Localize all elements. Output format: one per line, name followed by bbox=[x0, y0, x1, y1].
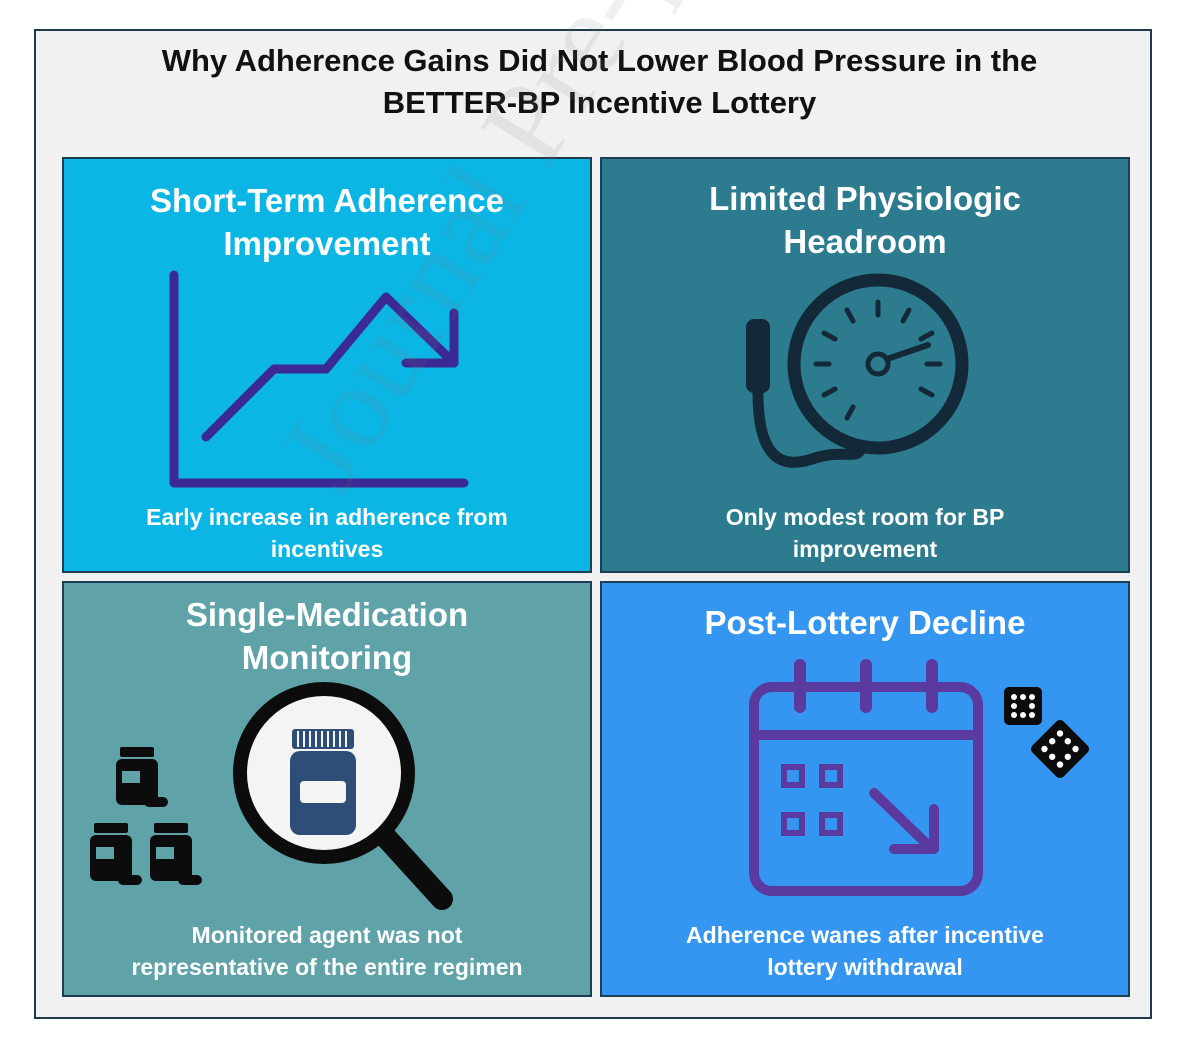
panel-physiologic-headroom: Limited Physiologic Headroom Only modest… bbox=[600, 157, 1130, 573]
dice-icon bbox=[1004, 687, 1090, 779]
panel-title: Single-Medication Monitoring bbox=[185, 596, 469, 676]
pill-bottle-icon bbox=[90, 823, 142, 885]
magnifier-pill-bottle-icon bbox=[90, 682, 453, 910]
panel-caption: Monitored agent was not representative o… bbox=[131, 922, 523, 980]
calendar-icon bbox=[749, 659, 983, 896]
panel-caption: Early increase in adherence from incenti… bbox=[146, 504, 508, 562]
calendar-decline-dice-icon bbox=[749, 659, 1090, 896]
pill-bottle-icon bbox=[150, 823, 202, 885]
figure-title: Why Adherence Gains Did Not Lower Blood … bbox=[0, 40, 1199, 124]
panel-caption: Adherence wanes after incentive lottery … bbox=[686, 922, 1044, 980]
panel-post-lottery-decline: Post-Lottery Decline bbox=[600, 581, 1130, 997]
blood-pressure-gauge-icon bbox=[746, 273, 969, 468]
panel-title: Limited Physiologic Headroom bbox=[709, 180, 1021, 260]
panel-single-medication-monitoring: Single-Medication Monitoring bbox=[62, 581, 592, 997]
panel-title: Short-Term Adherence Improvement bbox=[150, 182, 504, 262]
panel-caption: Only modest room for BP improvement bbox=[725, 504, 1005, 562]
panel-short-term-adherence: Short-Term Adherence Improvement Early i… bbox=[62, 157, 592, 573]
panel-title: Post-Lottery Decline bbox=[704, 604, 1026, 641]
pill-bottle-icon bbox=[116, 747, 168, 807]
title-line-1: Why Adherence Gains Did Not Lower Blood … bbox=[161, 43, 1038, 78]
trend-up-then-down-chart-icon bbox=[169, 270, 469, 488]
title-line-2: BETTER-BP Incentive Lottery bbox=[382, 85, 817, 120]
